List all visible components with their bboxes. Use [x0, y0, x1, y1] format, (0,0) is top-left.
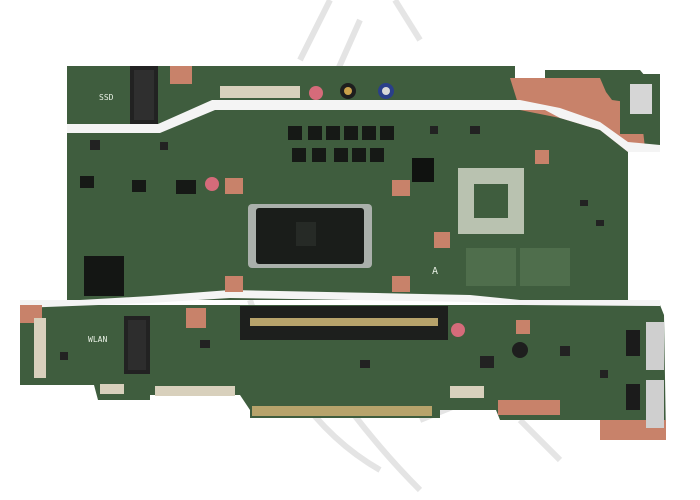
mounting-pads	[20, 66, 549, 334]
silkscreen-marker: A	[432, 266, 438, 277]
usb-ports	[626, 84, 664, 428]
mosfet-array	[80, 126, 394, 194]
bga-footprint	[458, 168, 570, 286]
power-components	[84, 83, 528, 358]
top-fpc-connector	[220, 86, 300, 98]
ssd-slot: SSD	[99, 66, 158, 124]
cpu-package	[248, 204, 372, 268]
memory-slot	[240, 306, 448, 416]
smd-components	[60, 126, 608, 378]
ssd-label: SSD	[99, 93, 114, 102]
wlan-label: WLAN	[88, 335, 107, 344]
wlan-slot: WLAN	[34, 316, 484, 398]
